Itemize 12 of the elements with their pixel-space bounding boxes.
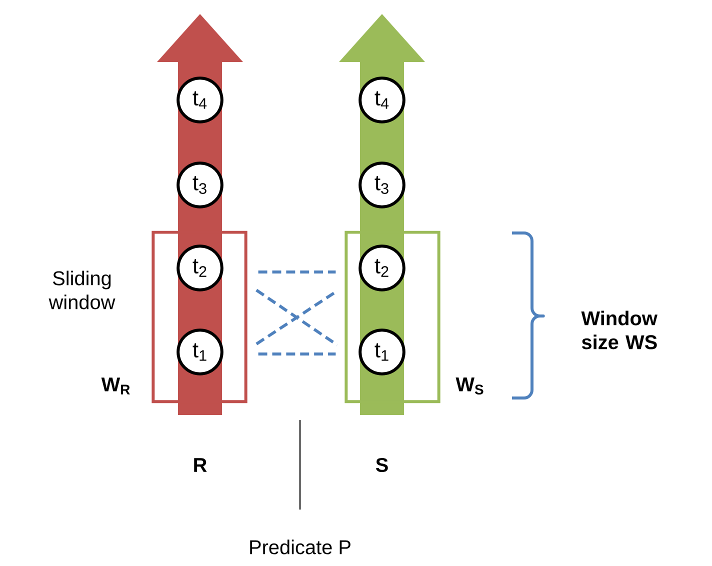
- predicate-label: Predicate P: [250, 540, 350, 554]
- leader-line: [299, 420, 301, 510]
- window-label: W$_{S}$: [456, 378, 484, 394]
- dashed-line: [258, 352, 336, 356]
- size-label: Window size WS: [581, 310, 658, 350]
- stream-label: R: [194, 458, 207, 472]
- window-label: Sliding window: [48, 270, 116, 310]
- window-box: [344, 230, 440, 404]
- dashed-line: [258, 270, 336, 274]
- window-label: W$_{R}$: [101, 378, 130, 394]
- window-box: [152, 230, 248, 404]
- stream-label: S: [376, 458, 388, 472]
